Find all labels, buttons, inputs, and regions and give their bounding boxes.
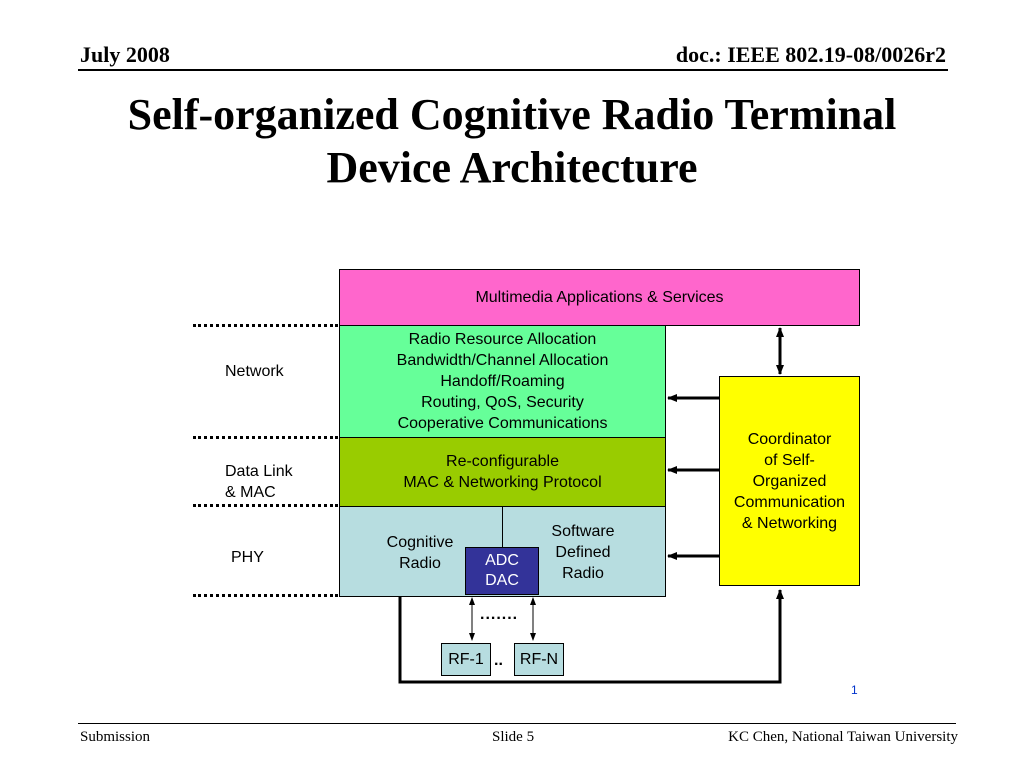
header-rule bbox=[78, 69, 948, 71]
layer-label-phy: PHY bbox=[231, 549, 264, 566]
layer-label-data-link: Data Link & MAC bbox=[225, 463, 293, 501]
feedback-loop bbox=[398, 589, 784, 684]
antenna-ellipsis: ....... bbox=[480, 606, 519, 623]
slide-title: Self-organized Cognitive Radio Terminal … bbox=[60, 88, 964, 194]
cognitive-radio-label: Cognitive Radio bbox=[386, 534, 454, 572]
coordinator-box: Coordinator of Self- Organized Communica… bbox=[719, 376, 860, 586]
phy-divider bbox=[502, 506, 503, 556]
software-defined-radio-label: Software Defined Radio bbox=[551, 523, 615, 582]
title-line-1: Self-organized Cognitive Radio Terminal bbox=[127, 90, 897, 139]
footer-submission: Submission bbox=[80, 729, 151, 745]
layer-label-network: Network bbox=[225, 363, 284, 380]
network-layer-box: Radio Resource Allocation Bandwidth/Chan… bbox=[339, 325, 666, 438]
header-doc-id: doc.: IEEE 802.19-08/0026r2 bbox=[675, 42, 946, 67]
title-line-2: Device Architecture bbox=[326, 143, 698, 192]
footer-author: KC Chen, National Taiwan University bbox=[728, 729, 958, 745]
multimedia-applications-box: Multimedia Applications & Services bbox=[339, 269, 860, 326]
layer-divider-3 bbox=[193, 504, 338, 507]
adc-dac-box: ADC DAC bbox=[465, 547, 539, 595]
rf-1-box: RF-1 bbox=[441, 643, 491, 676]
footer-slide-number: Slide 5 bbox=[492, 729, 535, 745]
diagram-corner-number: 1 bbox=[851, 683, 858, 697]
layer-divider-1 bbox=[193, 324, 338, 327]
layer-divider-4 bbox=[193, 594, 338, 597]
layer-divider-2 bbox=[193, 436, 338, 439]
mac-layer-box: Re-configurable MAC & Networking Protoco… bbox=[339, 437, 666, 507]
rf-ellipsis: .. bbox=[494, 652, 503, 669]
rf-n-box: RF-N bbox=[514, 643, 564, 676]
header-date: July 2008 bbox=[80, 42, 170, 67]
footer-rule bbox=[78, 723, 956, 724]
